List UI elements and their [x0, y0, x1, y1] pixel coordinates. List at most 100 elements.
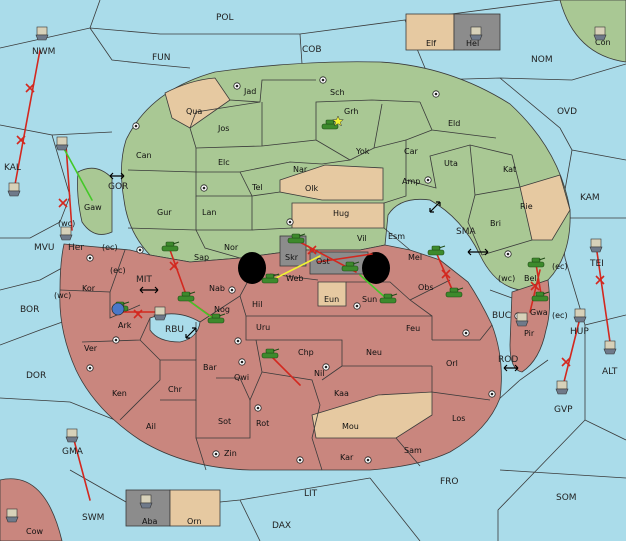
rbu-lake	[149, 313, 201, 343]
land-label: Nog	[214, 305, 230, 314]
sea-label: LIT	[304, 489, 318, 499]
land-label: Orl	[446, 359, 458, 368]
land-label: Zin	[224, 449, 237, 458]
land-label: Chp	[298, 348, 314, 357]
sea-label: KAL	[4, 163, 21, 173]
passage-arrows	[109, 172, 519, 372]
gaw-peninsula	[77, 167, 113, 235]
land-labels: Jad Sch Qua Jos Grh Eld Can Yok Car Elc …	[26, 38, 611, 536]
land-label: Esm	[388, 232, 405, 241]
sea-label: SMA	[456, 227, 476, 237]
sea-label: SWM	[82, 513, 104, 523]
sea-label: TEI	[589, 259, 604, 269]
land-label: Kaa	[334, 389, 349, 398]
sea-label: FUN	[152, 53, 171, 63]
sea-label: NOM	[531, 55, 553, 65]
land-label: Gur	[157, 208, 172, 217]
land-label: Qwi	[234, 373, 249, 382]
land-label: Neu	[366, 348, 382, 357]
fleet-icon	[65, 428, 79, 443]
sea-label: GVP	[554, 405, 573, 415]
skr-ost-marker	[238, 252, 390, 284]
land-label: Web	[286, 274, 303, 283]
fleet-icon	[555, 380, 569, 395]
sea-label: OVD	[557, 107, 577, 117]
land-label: Ost	[316, 257, 330, 266]
land-label: Obs	[418, 283, 434, 292]
land-label: Mou	[342, 422, 359, 431]
sea-label: DOR	[26, 371, 46, 381]
land-label: Qua	[186, 107, 202, 116]
land-label: Ver	[84, 344, 98, 353]
land-label: Skr	[285, 253, 299, 262]
land-label: Grh	[344, 107, 358, 116]
globe-icon	[111, 302, 125, 316]
land-label: Sap	[194, 253, 209, 262]
sea-label: ALT	[602, 367, 618, 377]
coast-label: (ec)	[110, 266, 126, 275]
fleet-icon	[469, 26, 483, 41]
sea-label: MIT	[136, 275, 152, 285]
land-label: Aba	[142, 517, 158, 526]
order-crosses	[16, 83, 605, 367]
sea-label: ROD	[498, 355, 518, 365]
coast-label: (ec)	[552, 311, 568, 320]
land-label: Hug	[333, 209, 349, 218]
land-label: Gwa	[530, 308, 548, 317]
fleet-icon	[5, 508, 19, 523]
land-label: Kat	[503, 165, 516, 174]
fleet-icon	[603, 340, 617, 355]
land-label: Orn	[187, 517, 202, 526]
land-label: Nar	[293, 165, 308, 174]
coast-label: (ec)	[102, 243, 118, 252]
land-label: Bri	[490, 219, 501, 228]
land-label: Kar	[340, 453, 354, 462]
land-label: Ark	[118, 321, 132, 330]
land-label: Jos	[217, 124, 229, 133]
land-label: Ail	[146, 422, 156, 431]
sea-label: COB	[302, 45, 322, 55]
land-label: Mel	[408, 253, 422, 262]
sea-label: POL	[216, 13, 234, 23]
sea-label: KAM	[580, 193, 600, 203]
tan-provinces	[164, 77, 571, 439]
fleet-icon	[55, 136, 69, 151]
land-label: Car	[404, 147, 418, 156]
land-label: Sam	[404, 446, 422, 455]
land-label: Cow	[26, 527, 43, 536]
sea-label: GOR	[108, 182, 128, 192]
sea-label: FRO	[440, 477, 459, 487]
land-label: Hil	[252, 300, 262, 309]
land-label: Vil	[357, 234, 367, 243]
sea-label: DAX	[272, 521, 291, 531]
land-label: Sch	[330, 88, 345, 97]
land-label: Eun	[324, 295, 339, 304]
land-label: Los	[452, 414, 465, 423]
sea-label: HUP	[570, 327, 589, 337]
fleet-icon	[515, 312, 529, 327]
coast-label: (ec)	[552, 262, 568, 271]
fleet-icon	[139, 494, 153, 509]
land-label: Ken	[112, 389, 127, 398]
sea-labels: POL COB FUN NOM NWM OVD KAM KAL GOR MVU …	[4, 13, 618, 531]
island-elf	[405, 13, 455, 51]
fleet-icon	[573, 308, 587, 323]
fleet-icon	[7, 182, 21, 197]
sea-label: MVU	[34, 243, 55, 253]
fleet-icon	[589, 238, 603, 253]
fleet-icon	[59, 226, 73, 241]
sea-label: BOR	[20, 305, 39, 315]
land-label: Uta	[444, 159, 458, 168]
land-label: Sot	[218, 417, 231, 426]
fleet-icon	[153, 306, 167, 321]
coast-label: (wc)	[58, 219, 75, 228]
land-label: Amp	[402, 177, 420, 186]
land-label: Pir	[524, 329, 535, 338]
land-label: Olk	[305, 184, 319, 193]
land-label: Uru	[256, 323, 270, 332]
fleet-icon	[593, 26, 607, 41]
land-label: Bar	[203, 363, 217, 372]
land-label: Chr	[168, 385, 183, 394]
coast-labels: (wc) (ec) (ec) (wc) (wc) (ec) (ec)	[54, 219, 568, 320]
